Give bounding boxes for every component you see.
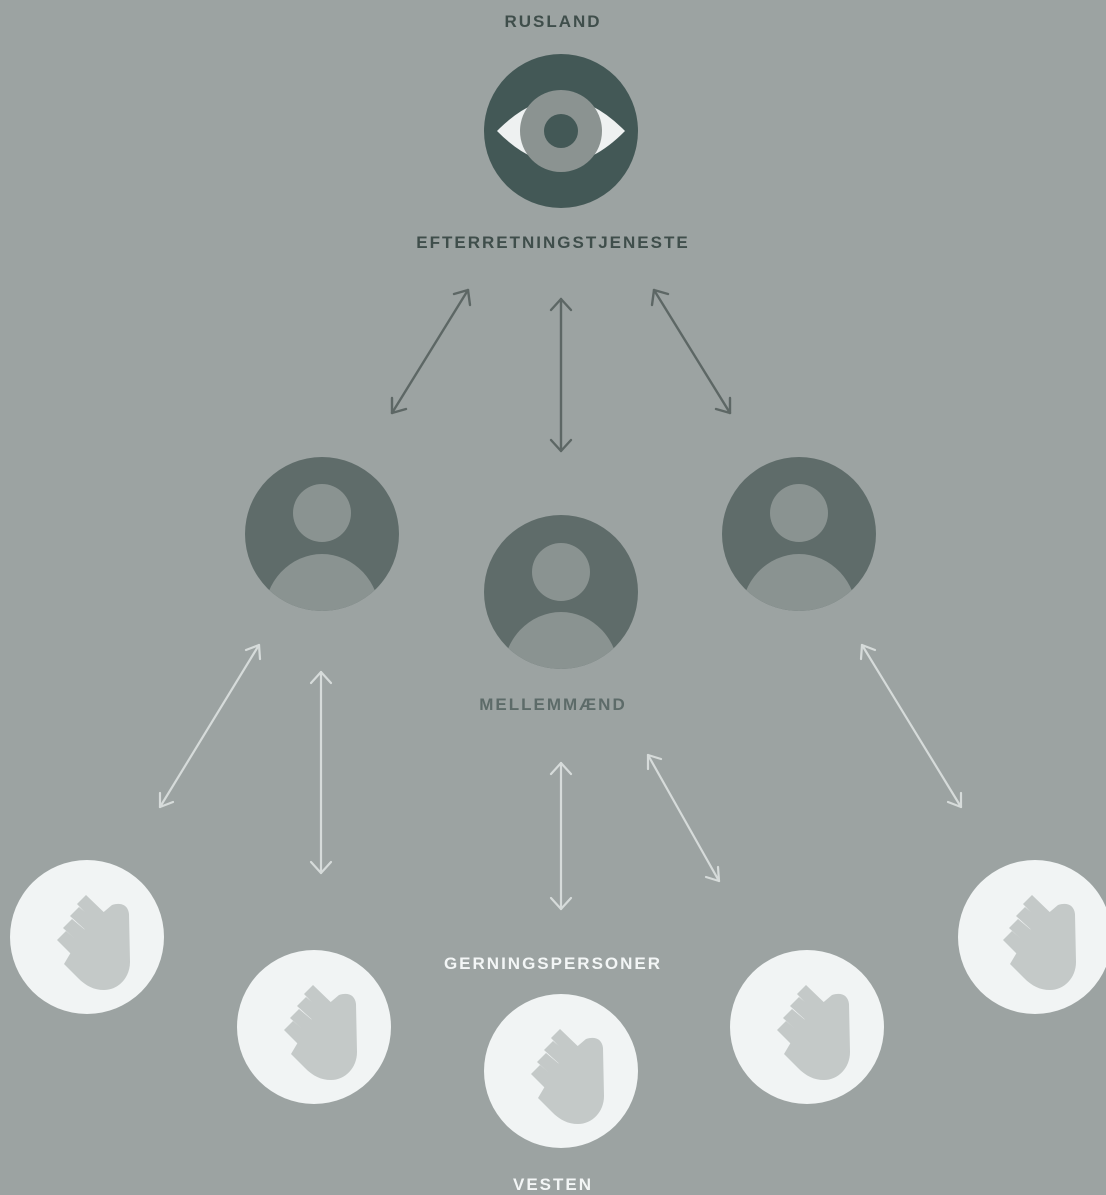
intermediaries-label: MELLEMMÆND — [479, 695, 627, 714]
person-icon — [722, 457, 876, 611]
arrow-perp-3 — [549, 761, 573, 911]
arrow-agency-left — [390, 288, 472, 415]
arrow-agency-center — [549, 297, 573, 453]
arrow-perp-4 — [646, 753, 721, 883]
arrow-agency-right — [650, 288, 732, 415]
hand-icon — [237, 950, 391, 1104]
hand-icon — [958, 860, 1106, 1014]
perpetrators-label: GERNINGSPERSONER — [443, 954, 663, 973]
person-icon — [245, 457, 399, 611]
region-label-vesten: VESTEN — [512, 1175, 594, 1194]
arrow-perp-1 — [158, 643, 262, 809]
person-icon — [484, 515, 638, 669]
hand-icon — [10, 860, 164, 1014]
eye-icon — [484, 54, 638, 208]
hand-icon — [484, 994, 638, 1148]
region-label-rusland: RUSLAND — [504, 12, 602, 31]
arrow-perp-2 — [309, 670, 333, 875]
arrow-perp-5 — [859, 643, 963, 809]
hand-icon — [730, 950, 884, 1104]
agency-label: EFTERRETNINGSTJENESTE — [416, 233, 690, 252]
